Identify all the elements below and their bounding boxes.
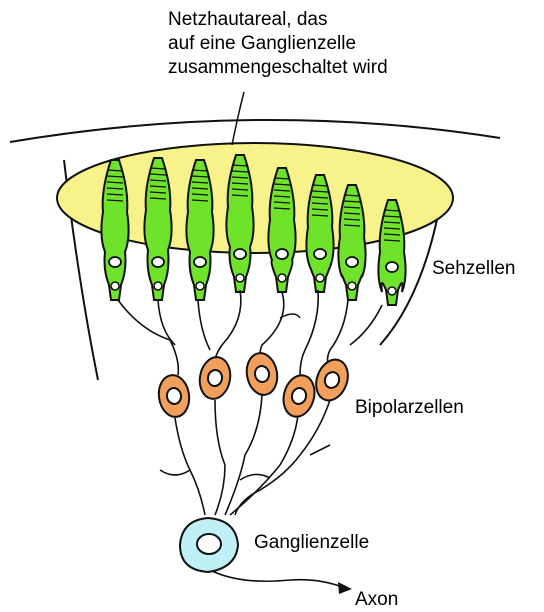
bipolar-cell <box>156 373 192 419</box>
bipolar-cell-label: Bipolarzellen <box>355 396 464 420</box>
ganglion-cell <box>180 518 238 572</box>
bipolar-cell <box>197 355 234 402</box>
title-pointer-line <box>232 92 244 145</box>
photoreceptor <box>378 200 405 305</box>
ganglion-cell-label: Ganglienzelle <box>254 531 369 555</box>
photoreceptor <box>144 158 171 300</box>
eye-curvature-line <box>10 120 500 142</box>
title-line-2: auf eine Ganglienzelle <box>168 32 388 56</box>
bipolar-cell <box>244 351 281 398</box>
bipolar-cell-group <box>156 351 353 420</box>
photoreceptor <box>338 185 365 300</box>
photoreceptor <box>226 155 253 292</box>
bipolar-cell <box>279 372 319 420</box>
axon-arrowhead <box>338 582 352 594</box>
photoreceptor <box>268 168 295 292</box>
title-line-3: zusammengeschaltet wird <box>168 56 388 80</box>
photoreceptor <box>186 160 213 300</box>
axon-label: Axon <box>355 588 398 612</box>
photoreceptor <box>306 175 333 292</box>
bipolar-cell <box>311 355 354 405</box>
retina-area-title: Netzhautareal, das auf eine Ganglienzell… <box>168 8 388 80</box>
photoreceptor-label: Sehzellen <box>432 257 515 281</box>
axon-line <box>210 570 345 588</box>
title-line-1: Netzhautareal, das <box>168 8 388 32</box>
photoreceptor <box>101 160 128 300</box>
